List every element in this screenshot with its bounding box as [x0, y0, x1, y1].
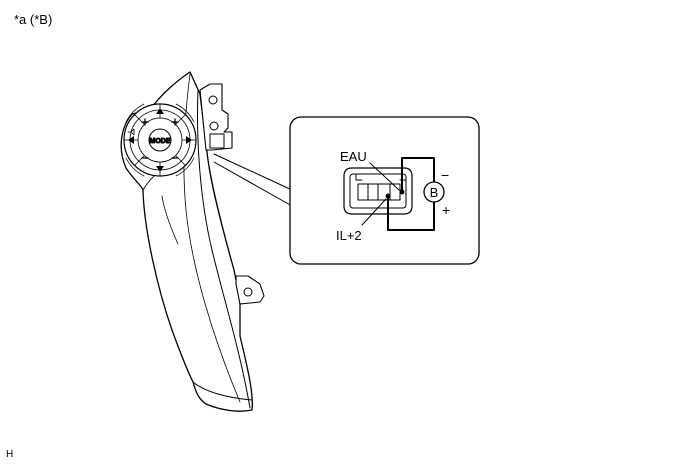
dial-plus-icon-upper — [141, 118, 149, 126]
probe-point-il2 — [385, 193, 391, 199]
connector-detail-callout: B EAU IL+2 − + — [289, 116, 480, 265]
polarity-negative: − — [441, 167, 449, 183]
dial-volume-icon — [127, 128, 135, 136]
lower-mounting-bracket — [235, 275, 265, 305]
terminal-label-il2: IL+2 — [336, 228, 362, 243]
bracket-hole-2 — [209, 121, 219, 131]
callout-leader-line-lower — [213, 161, 293, 207]
meter-symbol — [423, 181, 445, 203]
dial-left-arrow-icon — [128, 136, 134, 144]
lower-bracket-hole — [243, 287, 253, 297]
switch-body-ridge-4 — [161, 195, 179, 245]
control-dial: MODE — [123, 103, 197, 177]
polarity-positive: + — [442, 202, 450, 218]
detail-frame — [289, 116, 480, 265]
dial-arc-hatch — [125, 103, 195, 177]
connector-port — [209, 133, 225, 149]
dial-down-arrow-icon — [156, 166, 164, 172]
dial-plus-icon-right — [171, 118, 179, 126]
connector-housing — [343, 167, 413, 215]
mode-button-label: MODE — [150, 138, 171, 145]
meter-label: B — [430, 185, 439, 200]
terminal-label-eau: EAU — [340, 149, 367, 164]
wire-meter-to-il2 — [387, 195, 435, 231]
il2-leader-line — [361, 198, 387, 226]
dial-up-arrow-icon — [156, 108, 164, 114]
figure-code: H — [6, 449, 14, 460]
dial-right-arrow-icon — [186, 136, 192, 144]
eau-leader-line — [369, 162, 400, 191]
wire-eau-to-meter — [401, 157, 435, 193]
probe-point-eau — [399, 189, 405, 195]
callout-leader-line-upper — [213, 153, 293, 191]
switch-body-ridge-1 — [197, 89, 251, 409]
bracket-hole-1 — [208, 95, 218, 105]
steering-switch-assembly: MODE — [120, 71, 293, 412]
switch-body-bottom-edge — [192, 381, 253, 401]
reference-label: *a (*B) — [14, 12, 53, 27]
